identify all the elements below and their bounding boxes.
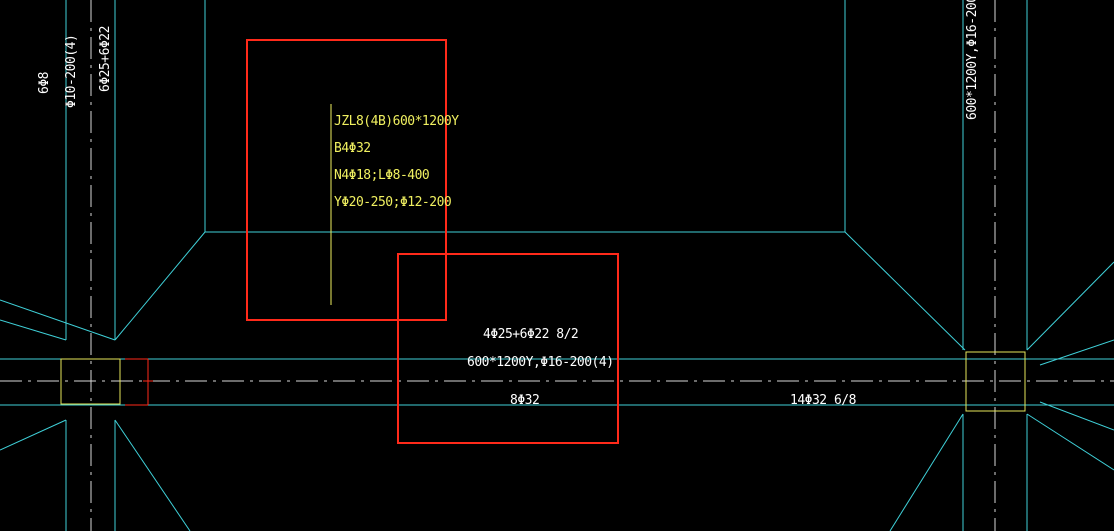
highlight-box-beam-label[interactable] — [246, 39, 447, 321]
left-label-stirrup-spec: Φ10-200(4) — [64, 35, 79, 108]
middle-annotation-line-1: 4Φ25+6Φ22 8/2 — [483, 327, 578, 342]
right-label-section-spec: 600*1200Y,Φ16-200(4) — [965, 0, 980, 120]
beam-annotation: JZL8(4B)600*1200Y B4Φ32 N4Φ18;LΦ8-400 YΦ… — [334, 114, 460, 210]
left-label-stirrup-count: 6Φ8 — [37, 72, 52, 94]
beam-annotation-line-2: B4Φ32 — [334, 141, 371, 156]
middle-annotation-line-3: 8Φ32 — [510, 393, 539, 408]
dimension-marker — [125, 358, 153, 406]
left-label-top-rebar: 6Φ25+6Φ22 — [98, 26, 113, 92]
beam-annotation-line-3: N4Φ18;LΦ8-400 — [334, 168, 429, 183]
beam-annotation-line-1: JZL8(4B)600*1200Y — [334, 114, 459, 129]
beam-annotation-line-4: YΦ20-250;Φ12-200 — [334, 195, 451, 210]
right-bottom-rebar-label: 14Φ32 6/8 — [790, 393, 856, 408]
middle-annotation-line-2: 600*1200Y,Φ16-200(4) — [467, 355, 614, 370]
column-left[interactable] — [60, 358, 121, 405]
middle-annotation: 4Φ25+6Φ22 8/2 600*1200Y,Φ16-200(4) 8Φ32 — [467, 327, 614, 408]
column-right[interactable] — [965, 351, 1026, 412]
highlight-box-original-reinforcement[interactable] — [397, 253, 619, 444]
